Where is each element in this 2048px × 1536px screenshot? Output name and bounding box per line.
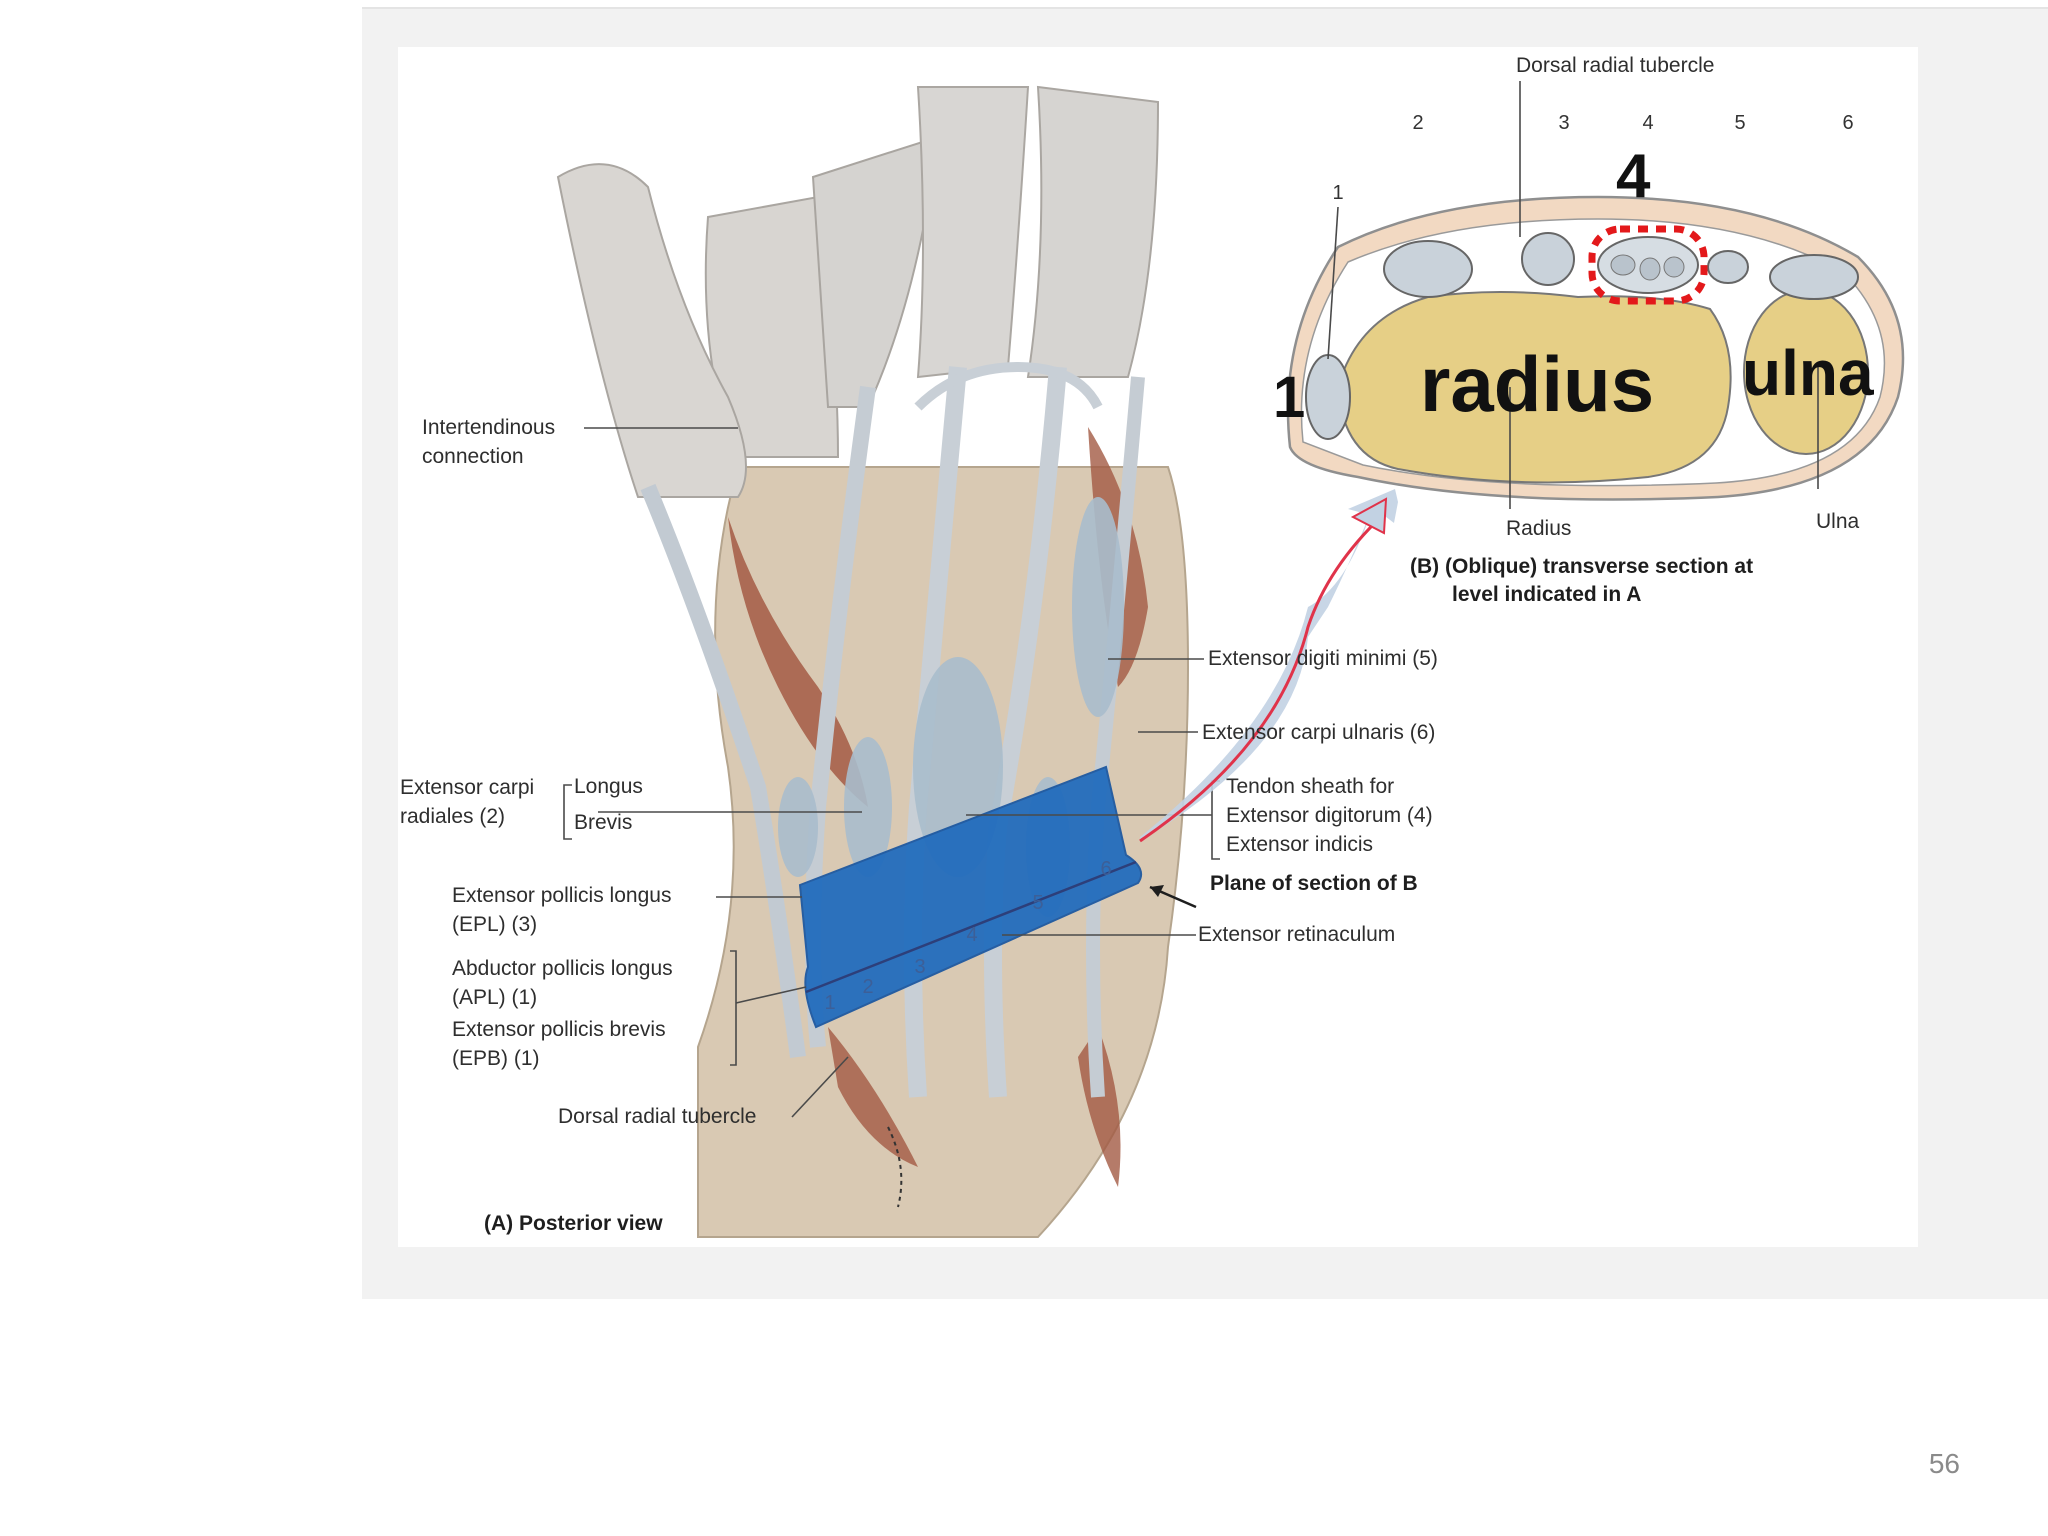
anatomy-figure: 1 2 3 4 5 6: [398, 47, 1918, 1247]
compartment-number-4: 4: [1642, 112, 1653, 134]
band-number-5: 5: [1032, 892, 1043, 914]
apl-label-line2: (APL) (1): [452, 986, 537, 1009]
retinaculum-label: Extensor retinaculum: [1198, 923, 1395, 946]
dorsal-radial-tubercle-label-a: Dorsal radial tubercle: [558, 1105, 756, 1128]
compartment-number-3: 3: [1558, 112, 1569, 134]
panel-a-caption: (A) Posterior view: [484, 1212, 663, 1235]
sheath-label-line1: Tendon sheath for: [1226, 775, 1394, 798]
panel-b-caption-line1: (B) (Oblique) transverse section at: [1410, 555, 1753, 578]
annotation-number-4: 4: [1616, 142, 1651, 211]
ecr-label-line2: radiales (2): [400, 805, 505, 828]
band-number-3: 3: [914, 956, 925, 978]
dorsal-radial-tubercle-label-b: Dorsal radial tubercle: [1516, 54, 1714, 77]
edm-label: Extensor digiti minimi (5): [1208, 647, 1438, 670]
apl-label-line1: Abductor pollicis longus: [452, 957, 673, 980]
intertendinous-label-line1: Intertendinous: [422, 416, 555, 439]
intertendinous-label-line2: connection: [422, 445, 524, 468]
band-number-1: 1: [824, 992, 835, 1014]
ecr-label-line1: Extensor carpi: [400, 776, 534, 799]
panel-b-caption-line2: level indicated in A: [1452, 583, 1641, 606]
page-number: 56: [1928, 1448, 1960, 1479]
epb-label-line1: Extensor pollicis brevis: [452, 1018, 666, 1041]
longus-label: Longus: [574, 775, 643, 798]
right-leader-lines: [966, 658, 1220, 936]
epb-label-line2: (EPB) (1): [452, 1047, 540, 1070]
compartment-number-6: 6: [1842, 112, 1853, 134]
annotation-radius: radius: [1420, 340, 1654, 428]
ecu-label: Extensor carpi ulnaris (6): [1202, 721, 1435, 744]
compartment-number-5: 5: [1734, 112, 1745, 134]
epl-label-line1: Extensor pollicis longus: [452, 884, 671, 907]
radius-label-small: Radius: [1506, 517, 1571, 540]
extensor-retinaculum-band: 1 2 3 4 5 6: [798, 765, 1142, 1029]
band-number-4: 4: [966, 924, 977, 946]
compartment-number-1: 1: [1332, 182, 1343, 204]
band-number-6: 6: [1100, 858, 1111, 880]
epl-label-line2: (EPL) (3): [452, 913, 537, 936]
compartment-number-2: 2: [1412, 112, 1423, 134]
annotation-number-1: 1: [1273, 365, 1305, 430]
section-leader-lines: [1327, 81, 1819, 509]
ulna-label-small: Ulna: [1816, 510, 1860, 533]
sheath-label-line2: Extensor digitorum (4): [1226, 804, 1433, 827]
left-leader-lines: [563, 427, 862, 1118]
section-arrow: [1139, 489, 1398, 843]
band-number-2: 2: [862, 976, 873, 998]
sheath-label-line3: Extensor indicis: [1226, 833, 1373, 856]
plane-of-section-label: Plane of section of B: [1210, 872, 1418, 895]
compartment-4-highlight: [1588, 225, 1708, 305]
annotation-ulna: ulna: [1742, 337, 1874, 409]
cross-section: [1286, 195, 1905, 501]
brevis-label: Brevis: [574, 811, 632, 834]
